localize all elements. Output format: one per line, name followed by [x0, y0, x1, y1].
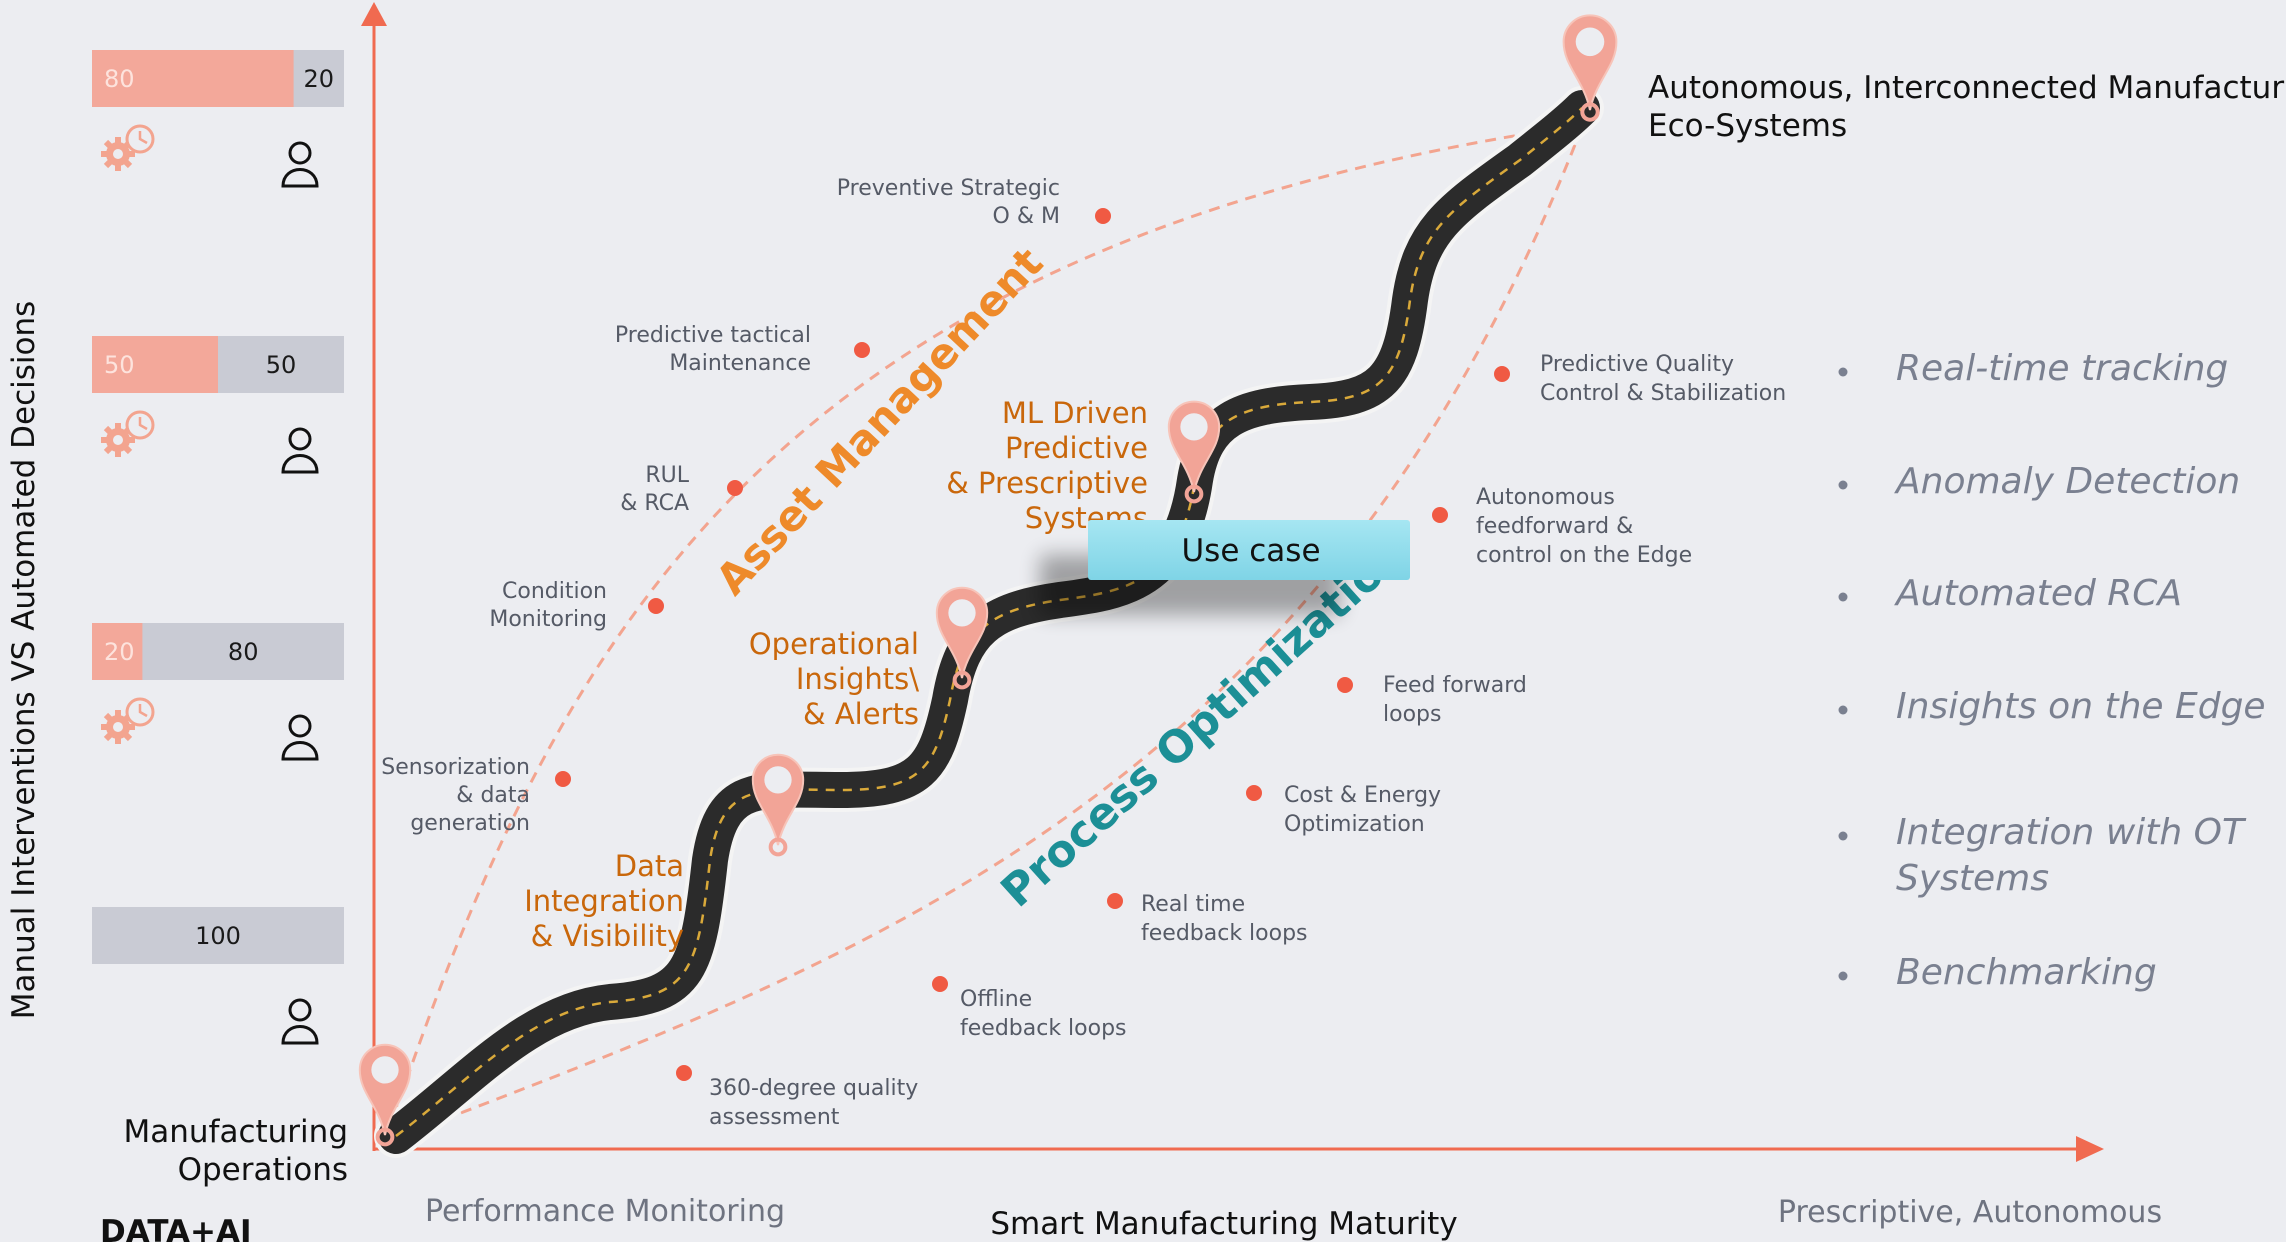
use-case-list-item: Automated RCA — [1894, 573, 2182, 614]
end-endpoint-label: Autonomous, Interconnected Manufacturing… — [1648, 70, 2286, 144]
automated-segment — [92, 623, 143, 680]
x-axis-label: Smart Manufacturing Maturity — [990, 1206, 1457, 1242]
asset-milestone-label: RUL& RCA — [620, 463, 689, 516]
use-case-list-item: Real-time tracking — [1896, 348, 2228, 389]
manual-value: 20 — [304, 65, 335, 93]
automated-value: 20 — [104, 638, 135, 666]
split-bar: 80 20 — [92, 50, 344, 188]
asset-management-curve — [386, 122, 1591, 1135]
automated-value: 80 — [104, 65, 135, 93]
asset-milestone-dot — [854, 342, 870, 358]
manual-value: 50 — [266, 351, 297, 379]
manual-segment — [92, 907, 344, 964]
gear-clock-icon — [101, 410, 155, 457]
gear-clock-icon — [101, 124, 155, 171]
logo-text: DATA+AI — [100, 1214, 252, 1242]
x-axis-end-label: Prescriptive, Autonomous — [1778, 1195, 2162, 1230]
split-bar: 50 50 — [92, 336, 344, 474]
x-axis-start-label: Performance Monitoring — [425, 1194, 785, 1229]
location-pin-icon — [751, 753, 805, 857]
process-milestone-dot — [1337, 677, 1353, 693]
asset-milestone-dot — [648, 598, 664, 614]
person-icon — [281, 427, 319, 474]
split-bar: 100 — [92, 907, 344, 1045]
use-case-label: Use case — [1181, 533, 1320, 569]
bullet-dot — [1838, 971, 1848, 981]
location-pin-icon — [358, 1043, 412, 1147]
bullet-dot — [1838, 367, 1848, 377]
manual-value: 80 — [228, 638, 259, 666]
process-milestone-dot — [1246, 785, 1262, 801]
automated-segment — [92, 50, 294, 107]
process-optimization-curve — [389, 131, 1582, 1142]
person-icon — [281, 714, 319, 761]
person-icon — [281, 998, 319, 1045]
process-milestone-dot — [1494, 366, 1510, 382]
automated-segment — [92, 336, 218, 393]
location-pin-icon — [935, 586, 989, 690]
location-pin-icon — [1167, 400, 1221, 504]
y-axis-arrowhead — [361, 2, 387, 26]
bullet-dot — [1838, 480, 1848, 490]
process-milestone-dot — [932, 976, 948, 992]
asset-milestone-dot — [727, 480, 743, 496]
person-icon — [281, 141, 319, 188]
manual-value: 100 — [195, 922, 241, 950]
asset-management-title: Asset Management — [706, 238, 1052, 604]
location-pin-icon — [1562, 14, 1618, 122]
use-case-list-item: Benchmarking — [1896, 952, 2157, 993]
use-case-list-item: Anomaly Detection — [1894, 461, 2240, 502]
process-milestone-dot — [1107, 893, 1123, 909]
process-milestone-dot — [1432, 507, 1448, 523]
bullet-dot — [1838, 705, 1848, 715]
bullet-dot — [1838, 592, 1848, 602]
road — [374, 86, 1604, 1158]
x-axis-arrowhead — [2076, 1136, 2104, 1162]
y-axis-label: Manual Interventions VS Automated Decisi… — [6, 301, 42, 1020]
asset-milestone-dot — [555, 771, 571, 787]
process-milestone-dot — [676, 1065, 692, 1081]
use-case-box[interactable]: Use case — [1040, 520, 1410, 615]
bullet-dot — [1838, 831, 1848, 841]
automated-value: 50 — [104, 351, 135, 379]
gear-clock-icon — [101, 697, 155, 744]
asset-milestone-dot — [1095, 208, 1111, 224]
use-case-list-item: Insights on the Edge — [1896, 686, 2266, 727]
